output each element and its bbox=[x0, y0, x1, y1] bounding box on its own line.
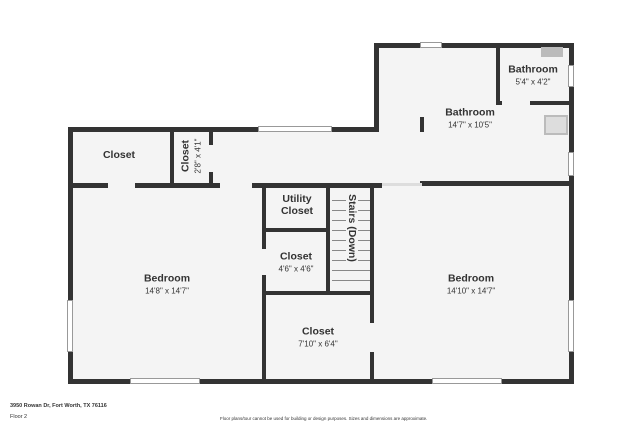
wall bbox=[170, 127, 174, 187]
wall bbox=[370, 183, 374, 323]
wall bbox=[496, 101, 502, 105]
wall bbox=[420, 117, 424, 132]
wall bbox=[209, 127, 213, 145]
wall bbox=[68, 183, 108, 188]
window bbox=[420, 42, 442, 48]
wall bbox=[135, 183, 220, 188]
room-utility-closet: Utility Closet bbox=[280, 193, 314, 217]
wall bbox=[262, 183, 266, 249]
sink-icon bbox=[544, 115, 568, 135]
room-closet-1: Closet bbox=[102, 149, 136, 161]
door-gap bbox=[382, 183, 422, 186]
window bbox=[130, 378, 200, 384]
address: 3950 Rowan Dr, Fort Worth, TX 76116 bbox=[10, 403, 107, 409]
wall bbox=[374, 43, 574, 48]
toilet-icon bbox=[541, 47, 563, 57]
wall bbox=[530, 101, 574, 105]
wall bbox=[262, 228, 330, 232]
wall bbox=[262, 275, 266, 384]
window bbox=[568, 300, 574, 352]
window bbox=[258, 126, 332, 132]
wall bbox=[68, 127, 378, 132]
wall bbox=[262, 291, 372, 295]
wall bbox=[370, 352, 374, 384]
window bbox=[568, 152, 574, 176]
wall bbox=[420, 181, 574, 186]
wall bbox=[68, 127, 73, 384]
wall bbox=[68, 379, 574, 384]
wall bbox=[252, 183, 382, 188]
wall bbox=[374, 43, 379, 132]
wall bbox=[209, 172, 213, 187]
room-stairs: Stairs (Down) bbox=[346, 194, 358, 262]
window bbox=[432, 378, 502, 384]
window bbox=[67, 300, 73, 352]
wall bbox=[569, 43, 574, 384]
wall bbox=[496, 43, 500, 105]
disclaimer: Floor plans/tour cannot be used for buil… bbox=[220, 416, 428, 421]
wall bbox=[326, 183, 330, 295]
floor-label: Floor 2 bbox=[10, 414, 28, 420]
window bbox=[568, 65, 574, 87]
floor-right bbox=[374, 43, 574, 384]
